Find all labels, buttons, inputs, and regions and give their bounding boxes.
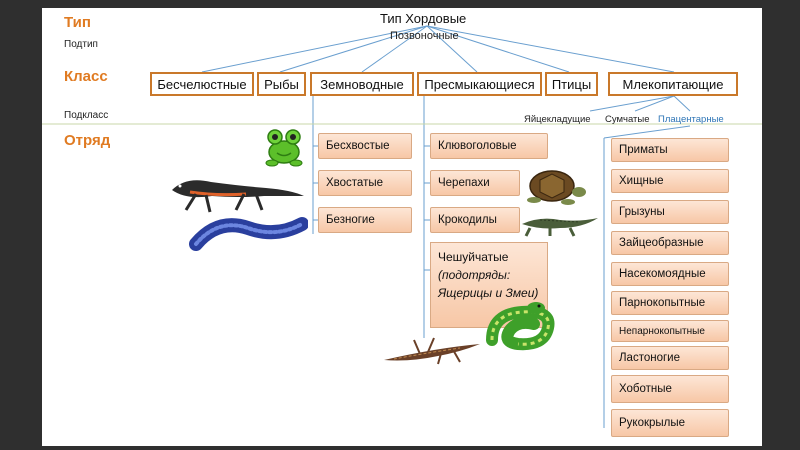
order-proboscidea: Хоботные bbox=[611, 375, 729, 403]
order-rodentia: Грызуны bbox=[611, 200, 729, 224]
caecilian-image bbox=[189, 217, 308, 251]
frog-image bbox=[265, 129, 303, 167]
class-mammals: Млекопитающие bbox=[608, 72, 738, 96]
level-label-order: Отряд bbox=[64, 132, 111, 149]
snake-image bbox=[486, 302, 555, 351]
order-testudines: Черепахи bbox=[430, 170, 520, 196]
order-insectivora: Насекомоядные bbox=[611, 262, 729, 286]
slide: Тип Подтип Класс Подкласс Отряд Тип Хорд… bbox=[42, 8, 762, 446]
squamata-note: (подотряды: Ящерицы и Змеи) bbox=[438, 268, 539, 300]
class-birds: Птицы bbox=[545, 72, 598, 96]
turtle-image bbox=[527, 170, 586, 205]
order-lagomorpha: Зайцеобразные bbox=[611, 231, 729, 255]
order-gymnophiona: Безногие bbox=[318, 207, 412, 233]
order-squamata: Чешуйчатые (подотряды: Ящерицы и Змеи) bbox=[430, 242, 548, 328]
newt-image bbox=[172, 180, 304, 213]
type-chordates: Тип Хордовые bbox=[380, 11, 467, 26]
order-rhynchocephalia: Клювоголовые bbox=[430, 133, 548, 159]
order-chiroptera: Рукокрылые bbox=[611, 409, 729, 437]
subclass-placentals: Плацентарные bbox=[658, 114, 724, 125]
subclass-monotremes: Яйцекладущие bbox=[524, 114, 591, 125]
order-primates: Приматы bbox=[611, 138, 729, 162]
class-amphibians: Земноводные bbox=[310, 72, 414, 96]
connector-lines bbox=[42, 25, 762, 428]
order-artiodactyla: Парнокопытные bbox=[611, 291, 729, 315]
subtype-vertebrates: Позвоночные bbox=[390, 30, 459, 42]
level-label-type: Тип bbox=[64, 14, 91, 31]
class-agnatha: Бесчелюстные bbox=[150, 72, 254, 96]
level-label-subclass: Подкласс bbox=[64, 110, 109, 121]
order-crocodilia: Крокодилы bbox=[430, 207, 520, 233]
lizard-image bbox=[384, 337, 480, 365]
class-fish: Рыбы bbox=[257, 72, 306, 96]
level-label-class: Класс bbox=[64, 68, 108, 85]
order-pinnipedia: Ластоногие bbox=[611, 346, 729, 370]
level-label-subtype: Подтип bbox=[64, 39, 98, 50]
order-caudata: Хвостатые bbox=[318, 170, 412, 196]
order-carnivora: Хищные bbox=[611, 169, 729, 193]
class-reptiles: Пресмыкающиеся bbox=[417, 72, 542, 96]
subclass-marsupials: Сумчатые bbox=[605, 114, 650, 125]
squamata-title: Чешуйчатые bbox=[438, 250, 509, 264]
order-perissodactyla: Непарнокопытные bbox=[611, 320, 729, 342]
order-anura: Бесхвостые bbox=[318, 133, 412, 159]
crocodile-image bbox=[522, 218, 598, 237]
